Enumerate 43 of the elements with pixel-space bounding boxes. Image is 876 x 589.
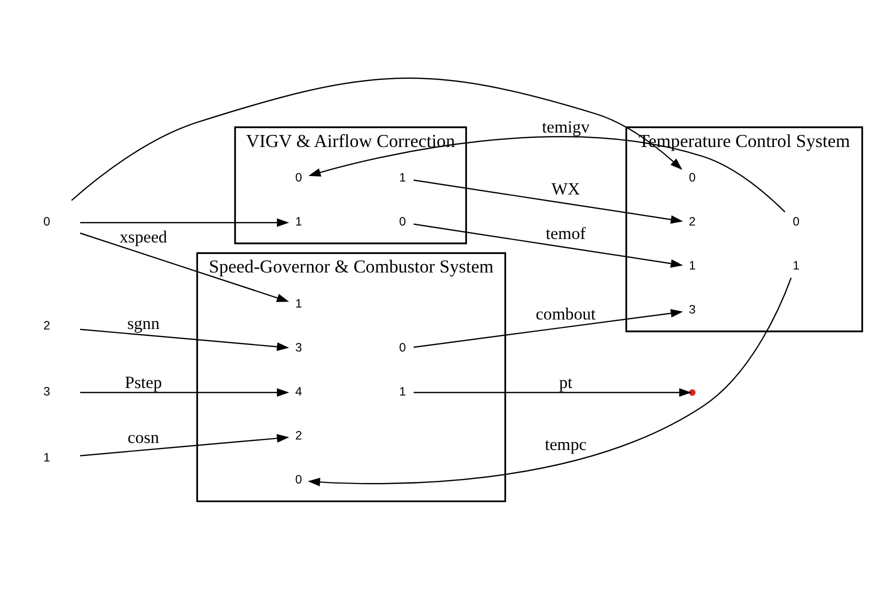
edge-label: xspeed	[120, 227, 168, 246]
node-text: 2	[688, 214, 696, 229]
arrow	[414, 180, 684, 224]
arrow	[414, 224, 684, 268]
arrow	[308, 136, 786, 212]
arrow	[414, 309, 684, 348]
arrow	[71, 78, 682, 201]
node-text: 1	[43, 450, 50, 465]
edge-label: temigv	[542, 117, 590, 136]
edge-label: tempc	[544, 435, 587, 454]
node-text: 1	[399, 384, 406, 399]
node-text: 0	[688, 170, 696, 185]
node-text: 2	[43, 318, 50, 333]
arrow	[80, 388, 290, 397]
node-text: 1	[295, 296, 302, 311]
node-text: 3	[295, 340, 302, 355]
edge-label: combout	[536, 304, 596, 324]
node-text: 4	[295, 384, 302, 399]
edge-label: cosn	[128, 428, 160, 447]
node-text: 1	[399, 170, 406, 185]
node-text: 1	[295, 214, 302, 229]
arrow	[308, 278, 792, 486]
node-text: 0	[399, 340, 406, 355]
edge-label: Pstep	[124, 372, 162, 392]
node-text: 0	[295, 170, 302, 185]
arrow	[80, 218, 290, 227]
edge-label: WX	[551, 180, 580, 199]
edge-label: pt	[559, 372, 572, 392]
node-text: 3	[688, 302, 696, 317]
node-text: 0	[295, 472, 302, 487]
arrow	[80, 328, 290, 351]
node-text: 0	[43, 214, 50, 229]
node-text: 1	[792, 258, 800, 273]
node-text: 0	[399, 214, 406, 229]
arrow	[414, 388, 692, 397]
node-text: 0	[792, 214, 800, 229]
arrow	[80, 434, 290, 456]
node-text: 3	[43, 384, 50, 399]
edge-label: temof	[546, 224, 586, 243]
node-text: 1	[688, 258, 696, 273]
edge-label: sgnn	[127, 314, 160, 334]
arrow	[80, 232, 290, 302]
node-text: 2	[295, 428, 302, 443]
